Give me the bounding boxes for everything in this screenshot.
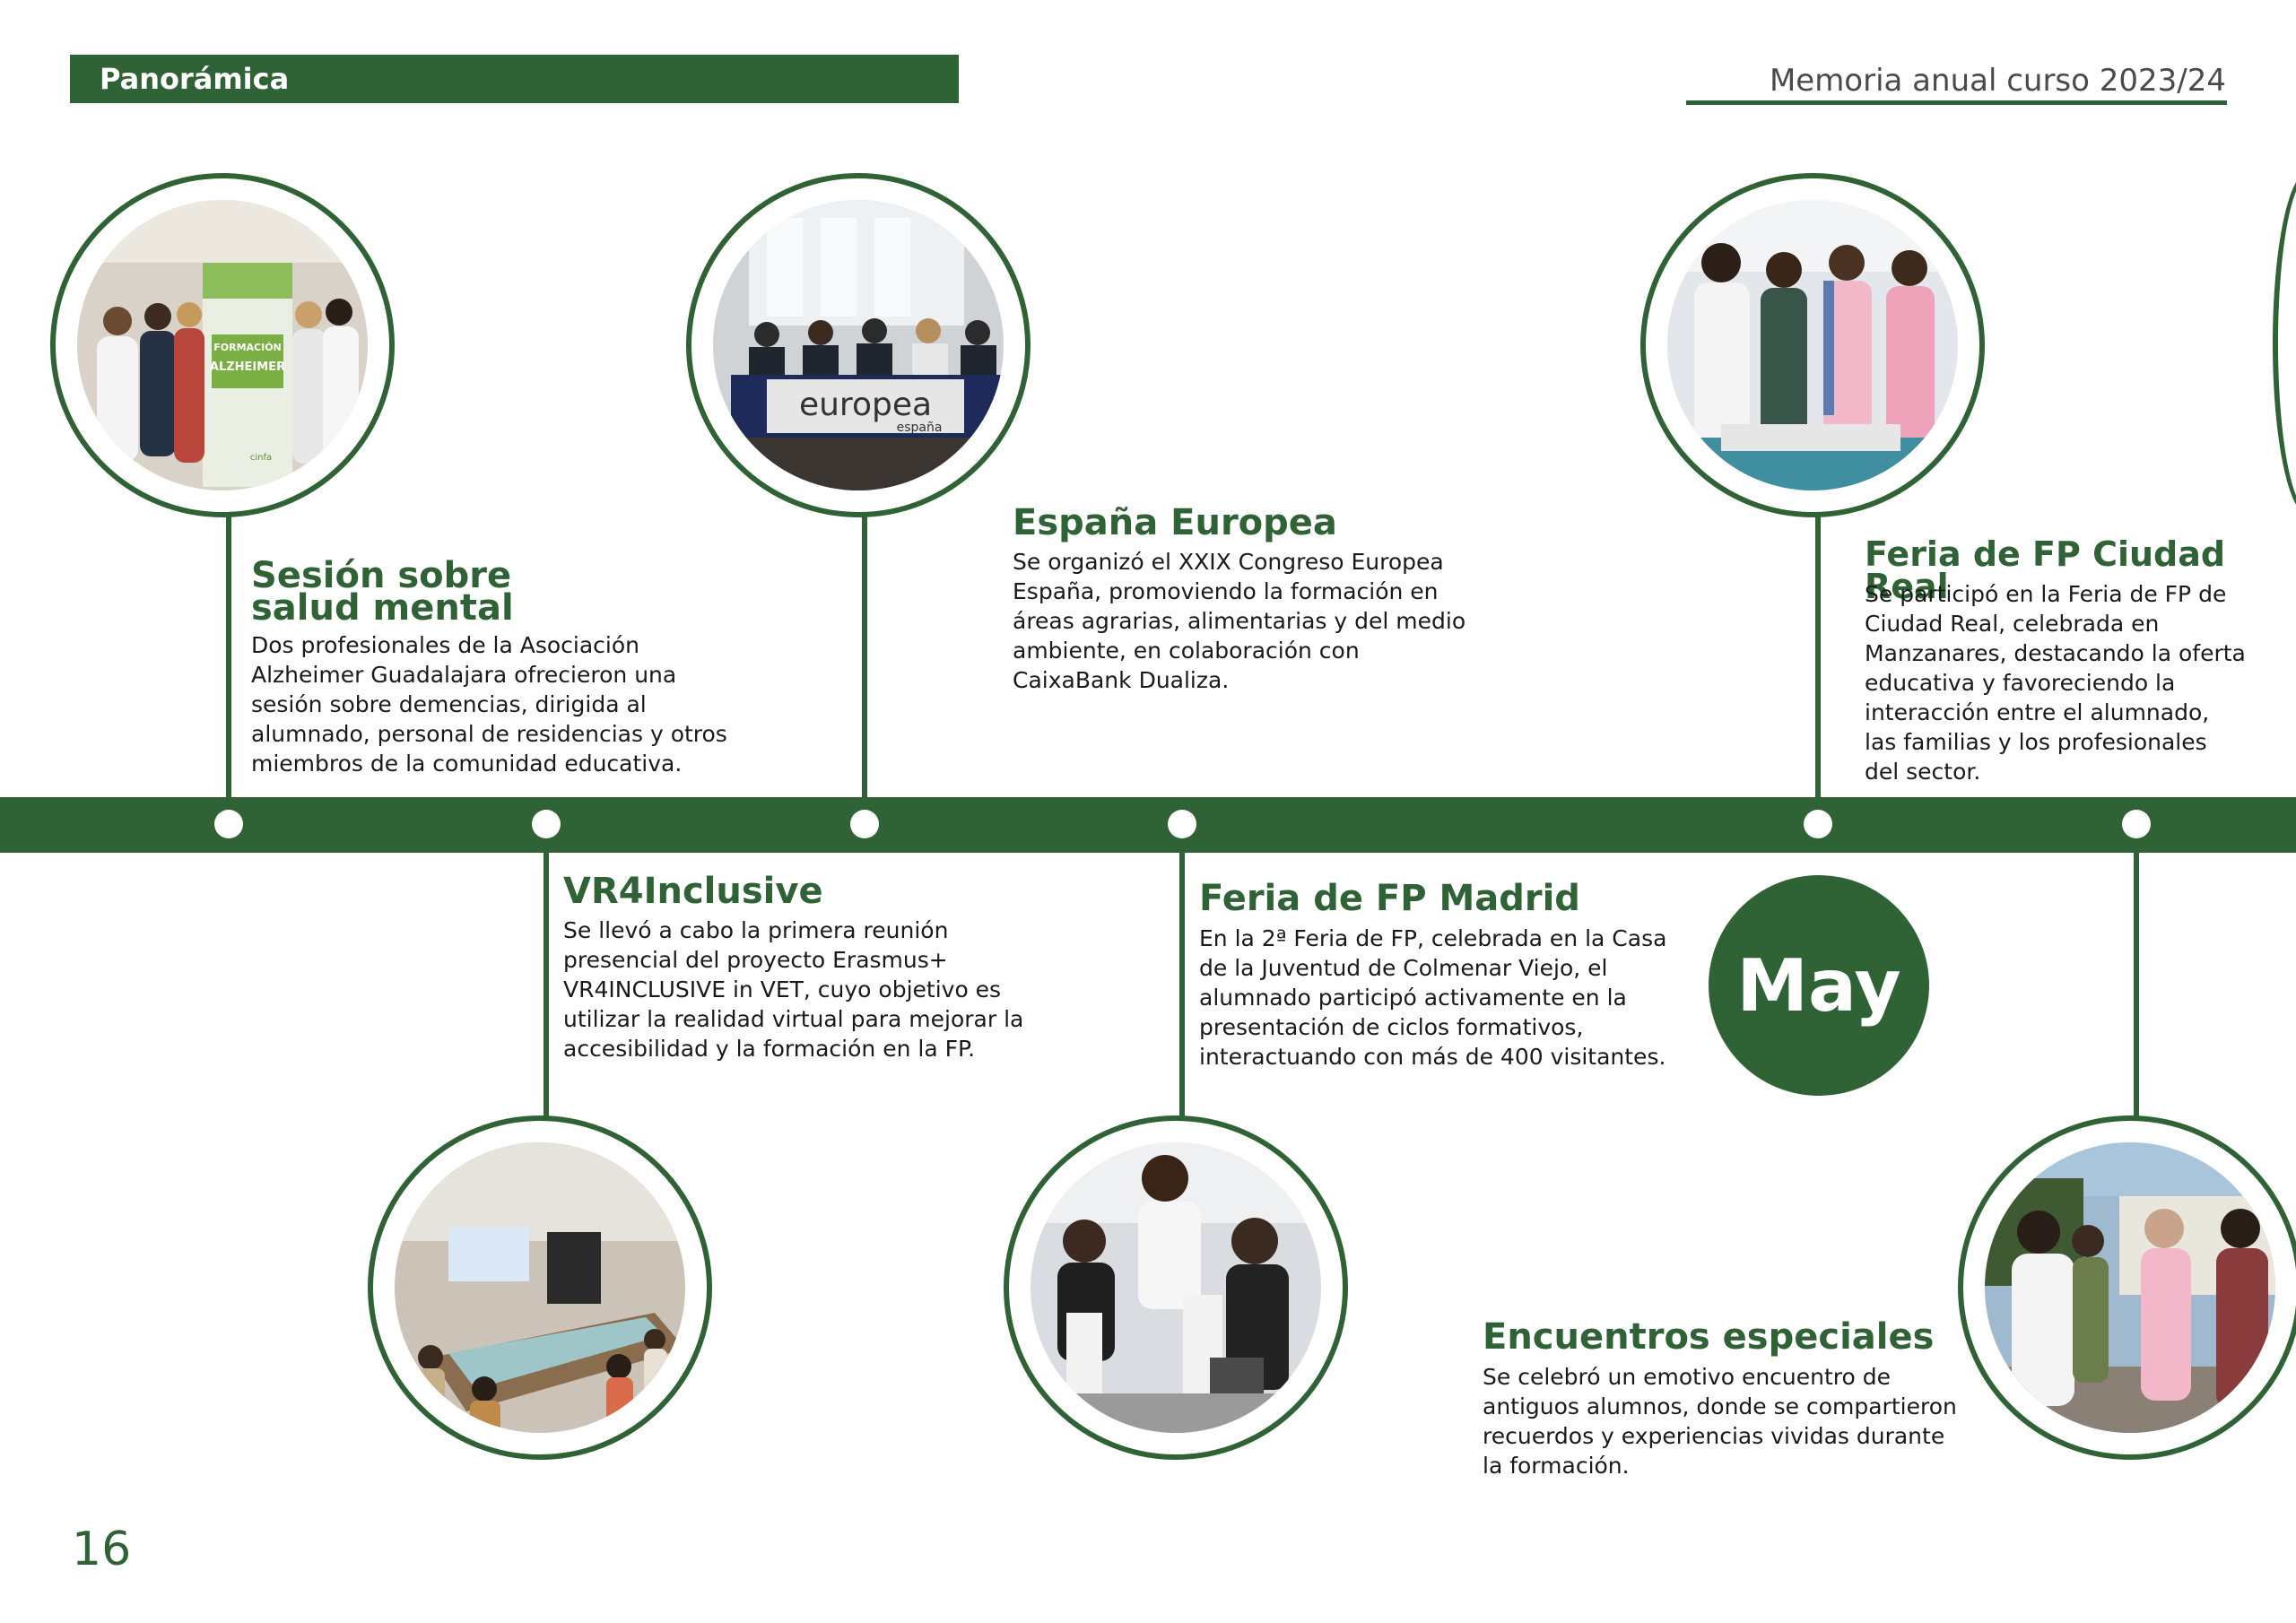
connector-line — [1179, 847, 1185, 1116]
connector-line — [862, 516, 867, 803]
event-text-line: interacción entre el alumnado, — [1865, 699, 2210, 725]
event-text-line: Se organizó el XXIX Congreso Europea — [1013, 549, 1444, 575]
section-label: Panorámica — [100, 62, 290, 96]
event-title-feria-madrid: Feria de FP Madrid — [1199, 878, 1580, 919]
table-banner-line1: europea — [799, 386, 932, 423]
photo-vr4inclusive-meeting — [368, 1115, 712, 1460]
event-description-salud-mental: Dos profesionales de la Asociación Alzhe… — [251, 630, 762, 778]
banner-title-line1: FORMACIÓN — [213, 342, 282, 353]
event-text-line: Se participó en la Feria de FP de — [1865, 581, 2227, 607]
event-title-vr4inclusive: VR4Inclusive — [563, 871, 823, 912]
event-text-line: CaixaBank Dualiza. — [1013, 667, 1230, 693]
photo-feria-madrid-lab — [1004, 1115, 1348, 1460]
event-text-line: alumnado participó activamente en la — [1199, 985, 1627, 1011]
event-text-line: presentación de ciclos formativos, — [1199, 1014, 1584, 1040]
event-text-line: sesión sobre demencias, dirigida al — [251, 691, 647, 717]
event-text-line: utilizar la realidad virtual para mejora… — [563, 1006, 1024, 1032]
connector-line — [1815, 516, 1821, 803]
event-text-line: Ciudad Real, celebrada en — [1865, 611, 2160, 637]
event-text-line: la formación. — [1483, 1453, 1630, 1479]
event-text-line: las familias y los profesionales — [1865, 729, 2207, 755]
month-badge: May — [1709, 875, 1929, 1096]
timeline-dot — [1168, 810, 1196, 838]
event-description-espana-europea: Se organizó el XXIX Congreso Europea Esp… — [1013, 547, 1497, 695]
report-title-underline — [1686, 100, 2227, 105]
event-text-line: recuerdos y experiencias vividas durante — [1483, 1423, 1945, 1449]
event-title-salud-mental: Sesión sobre salud mental — [251, 555, 514, 629]
event-text-line: En la 2ª Feria de FP, celebrada en la Ca… — [1199, 925, 1667, 951]
event-text-line: interactuando con más de 400 visitantes. — [1199, 1044, 1666, 1070]
photo-alzheimer-session: FORMACIÓN ALZHEIMER cinfa — [50, 173, 395, 517]
event-text-line: ambiente, en colaboración con — [1013, 638, 1360, 664]
event-text-line: presencial del proyecto Erasmus+ — [563, 947, 948, 973]
event-text-line: educativa y favoreciendo la — [1865, 670, 2176, 696]
event-title-line: Sesión sobre — [251, 555, 512, 596]
event-text-line: Alzheimer Guadalajara ofrecieron una — [251, 662, 677, 688]
table-banner-line2: españa — [897, 421, 943, 435]
event-title-espana-europea: España Europea — [1013, 502, 1337, 543]
event-description-vr4inclusive: Se llevó a cabo la primera reunión prese… — [563, 916, 1049, 1063]
event-text-line: VR4INCLUSIVE in VET, cuyo objetivo es — [563, 976, 1002, 1002]
section-header-bar — [70, 55, 959, 103]
connector-line — [226, 516, 231, 803]
timeline-dot — [532, 810, 561, 838]
page-number: 16 — [72, 1523, 132, 1576]
event-text-line: España, promoviendo la formación en — [1013, 578, 1439, 604]
banner-logo: cinfa — [250, 453, 272, 463]
event-text-line: de la Juventud de Colmenar Viejo, el — [1199, 955, 1608, 981]
photo-europea-congress: europea españa — [686, 173, 1031, 517]
event-text-line: Dos profesionales de la Asociación — [251, 632, 639, 658]
timeline-band — [0, 797, 2296, 853]
event-text-line: alumnado, personal de residencias y otro… — [251, 721, 727, 747]
connector-line — [2134, 847, 2139, 1116]
event-description-encuentros-especiales: Se celebró un emotivo encuentro de antig… — [1483, 1362, 1969, 1480]
photo-cropped-edge — [2273, 171, 2296, 516]
event-title-line: salud mental — [251, 587, 514, 629]
timeline-dot — [850, 810, 879, 838]
timeline-dot — [214, 810, 243, 838]
event-description-feria-madrid: En la 2ª Feria de FP, celebrada en la Ca… — [1199, 924, 1685, 1072]
report-title: Memoria anual curso 2023/24 — [1769, 63, 2226, 99]
event-title-feria-ciudad-real: Feria de FP Ciudad Real — [1865, 534, 2226, 606]
event-text-line: miembros de la comunidad educativa. — [251, 751, 683, 777]
timeline-dot — [1804, 810, 1832, 838]
event-text-line: accesibilidad y la formación en la FP. — [563, 1036, 976, 1062]
photo-feria-ciudad-real — [1640, 173, 1985, 517]
connector-line — [544, 847, 549, 1116]
event-text-line: Se celebró un emotivo encuentro de — [1483, 1364, 1892, 1390]
timeline-dot — [2122, 810, 2151, 838]
banner-title-line2: ALZHEIMER — [210, 360, 285, 374]
event-text-line: Se llevó a cabo la primera reunión — [563, 917, 949, 943]
event-description-feria-ciudad-real: Se participó en la Feria de FP de Ciudad… — [1865, 579, 2259, 786]
event-text-line: del sector. — [1865, 759, 1981, 785]
event-title-encuentros-especiales: Encuentros especiales — [1483, 1316, 1935, 1358]
photo-encuentros-especiales — [1958, 1115, 2296, 1460]
event-text-line: Manzanares, destacando la oferta — [1865, 640, 2246, 666]
event-text-line: áreas agrarias, alimentarias y del medio — [1013, 608, 1466, 634]
event-text-line: antiguos alumnos, donde se compartieron — [1483, 1393, 1957, 1419]
